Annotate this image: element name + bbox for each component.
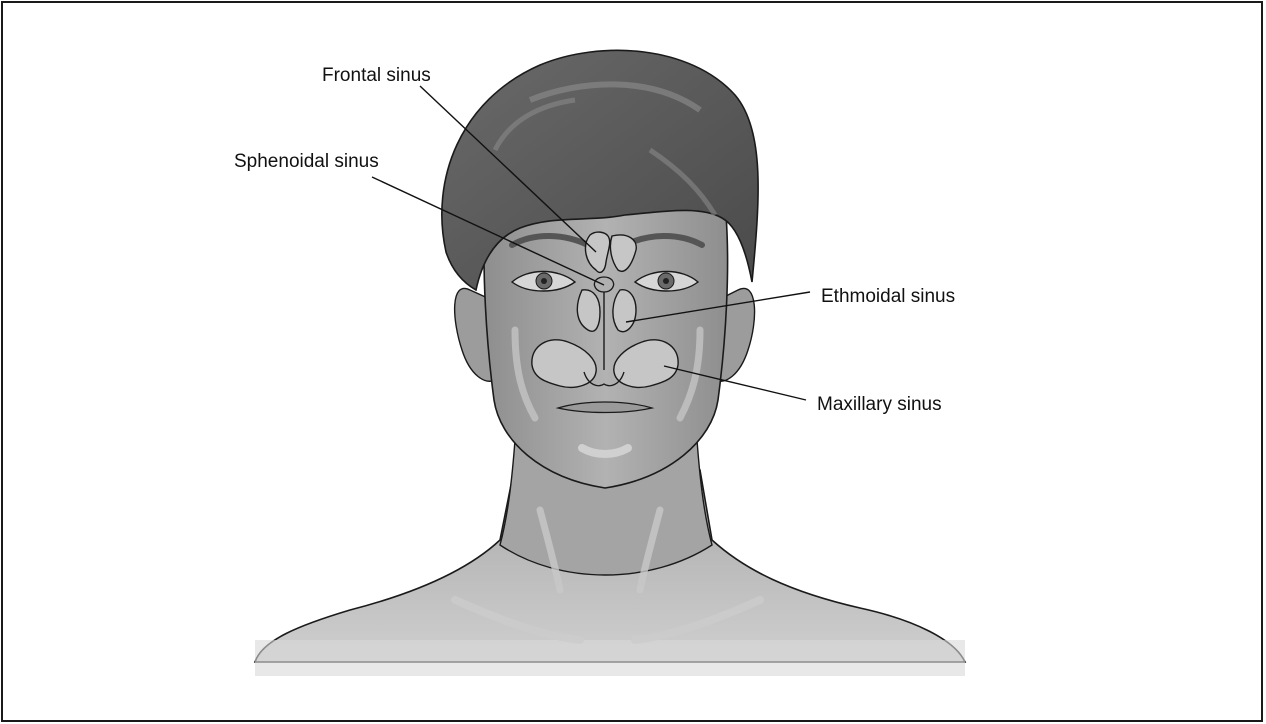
maxillary-sinus-label: Maxillary sinus xyxy=(817,394,942,415)
torso-fade xyxy=(255,640,965,676)
ethmoidal-sinus-label: Ethmoidal sinus xyxy=(821,286,955,307)
frontal-sinus-label: Frontal sinus xyxy=(322,65,431,86)
sphenoidal-sinus-label: Sphenoidal sinus xyxy=(234,151,379,172)
